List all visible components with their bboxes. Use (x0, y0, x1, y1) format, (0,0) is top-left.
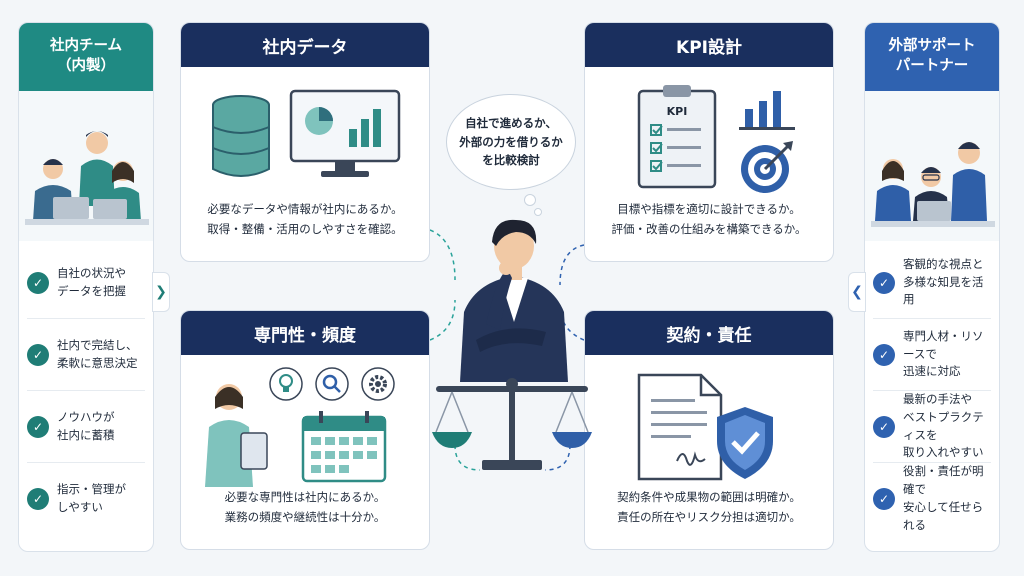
left-arrow-tab: ❯ (152, 272, 170, 312)
monitor-chart-icon (289, 89, 401, 177)
check-icon: ✓ (27, 343, 49, 366)
clipboard-kpi-label: KPI (666, 105, 688, 118)
thought-dot (524, 194, 536, 206)
check-icon: ✓ (873, 415, 895, 438)
thinking-person-illustration (460, 219, 568, 382)
woman-with-tablet-illustration (205, 384, 268, 487)
kpi-design-card: KPI設計 KPI (584, 22, 834, 262)
right-item-4: ✓ 役割・責任が明確で 安心して任せられる (873, 463, 991, 535)
shield-check-icon (717, 407, 773, 479)
left-item-4: ✓ 指示・管理が しやすい (27, 463, 145, 535)
left-item-1: ✓ 自社の状況や データを把握 (27, 247, 145, 319)
external-partner-title: 外部サポート パートナー (865, 23, 999, 91)
contract-responsibility-title: 契約・責任 (585, 311, 833, 355)
check-icon: ✓ (873, 343, 895, 366)
kpi-design-title: KPI設計 (585, 23, 833, 67)
gear-icon (361, 367, 395, 401)
right-item-3: ✓ 最新の手法や ベストプラクティスを 取り入れやすい (873, 391, 991, 463)
internal-data-title: 社内データ (181, 23, 429, 67)
expertise-frequency-card: 専門性・頻度 (180, 310, 430, 550)
in-house-team-panel: 社内チーム （内製） ✓ 自社の状況や データを把握 ✓ (18, 22, 154, 552)
search-icon (315, 367, 349, 401)
right-arrow-tab: ❮ (848, 272, 866, 312)
target-icon (741, 141, 793, 193)
right-item-1: ✓ 客観的な視点と 多様な知見を活用 (873, 247, 991, 319)
check-icon: ✓ (873, 488, 895, 510)
expertise-frequency-description: 必要な専門性は社内にあるか。 業務の頻度や継続性は十分か。 (224, 490, 386, 525)
check-icon: ✓ (27, 271, 49, 294)
internal-data-description: 必要なデータや情報が社内にあるか。 取得・整備・活用のしやすさを確認。 (207, 202, 403, 237)
clipboard-icon: KPI (637, 85, 717, 189)
calendar-icon (301, 411, 387, 483)
internal-data-card: 社内データ 必要なデータや情報が社内にあるか。 取得・整備・活用のしやすさを確認… (180, 22, 430, 262)
check-icon: ✓ (27, 488, 49, 510)
left-item-3: ✓ ノウハウが 社内に蓄積 (27, 391, 145, 463)
in-house-team-title: 社内チーム （内製） (19, 23, 153, 91)
partner-illustration (865, 91, 999, 241)
scale-icon (432, 378, 592, 470)
check-icon: ✓ (27, 415, 49, 438)
contract-responsibility-card: 契約・責任 契約条件や成果物の範囲は明確か。 責任の所在やリスク分担は適切か。 (584, 310, 834, 550)
thought-bubble: 自社で進めるか、 外部の力を借りるか を比較検討 (446, 94, 576, 190)
database-icon (212, 95, 270, 177)
right-item-2: ✓ 専門人材・リソースで 迅速に対応 (873, 319, 991, 391)
contract-responsibility-description: 契約条件や成果物の範囲は明確か。 責任の所在やリスク分担は適切か。 (617, 490, 801, 525)
external-partner-panel: 外部サポート パートナー ✓ 客観的な視点と 多様な知見を活用 ✓ 専門人材・リ… (864, 22, 1000, 552)
thought-dot (534, 208, 542, 216)
document-icon (637, 373, 723, 481)
bar-chart-icon (739, 91, 795, 130)
kpi-design-description: 目標や指標を適切に設計できるか。 評価・改善の仕組みを構築できるか。 (611, 202, 807, 237)
expertise-frequency-title: 専門性・頻度 (181, 311, 429, 355)
check-icon: ✓ (873, 271, 895, 294)
left-item-2: ✓ 社内で完結し、 柔軟に意思決定 (27, 319, 145, 391)
team-illustration (19, 91, 153, 241)
lightbulb-icon (269, 367, 303, 401)
